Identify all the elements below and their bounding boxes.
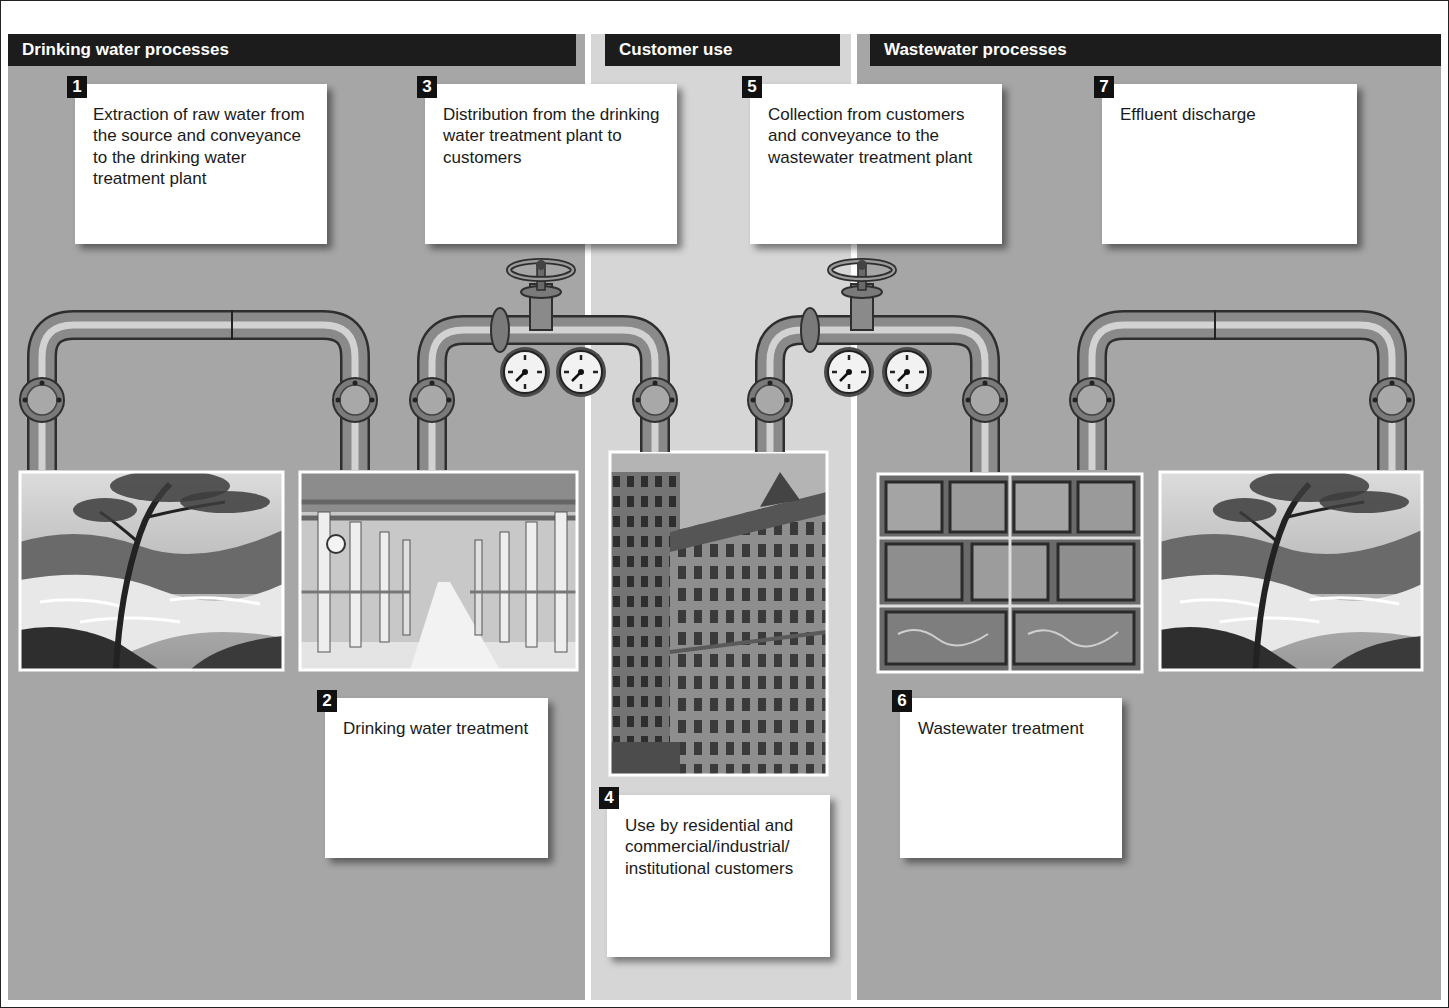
photo-river-discharge: [1160, 470, 1422, 670]
photo-treatment-plant-part: [300, 472, 577, 670]
section-title: Drinking water processes: [8, 34, 576, 66]
pipes-part: [42, 325, 355, 470]
pipe-flanges-part: [1370, 378, 1414, 422]
process-text: Wastewater treatment: [918, 718, 1112, 739]
valve-left-part: [500, 347, 550, 397]
valve-right-part: [857, 260, 867, 270]
photo-wastewater-plant: [878, 474, 1142, 672]
pipes-part: [770, 330, 985, 472]
process-text: Distribution from the drinking water tre…: [443, 104, 667, 168]
valve-right-part: [882, 347, 932, 397]
photo-river-discharge-part: [1160, 472, 1422, 670]
pipes-part: [432, 330, 655, 470]
callout-number: 7: [1094, 76, 1114, 98]
section-header-band: Drinking water processes: [8, 34, 576, 66]
valve-left-part: [509, 261, 573, 279]
photo-treatment-plant: [300, 472, 577, 670]
photo-city-part: [610, 452, 827, 775]
process-text: Use by residential and commercial/indust…: [625, 815, 820, 879]
valve-left-part: [491, 308, 509, 352]
photo-wastewater-plant-part: [878, 474, 1142, 672]
process-box: 4Use by residential and commercial/indus…: [607, 795, 830, 957]
section-header-band: Customer use: [605, 34, 840, 66]
section-title: Wastewater processes: [870, 34, 1441, 66]
pipe-flanges-part: [633, 378, 677, 422]
callout-number: 2: [317, 690, 337, 712]
pipe-flanges: [20, 378, 1414, 422]
pipes-part: [770, 330, 985, 472]
callout-number: 5: [742, 76, 762, 98]
valve-right-part: [824, 347, 874, 397]
pipes-part: [42, 325, 355, 470]
callout-number: 4: [599, 787, 619, 809]
valve-left-part: [536, 260, 546, 270]
photo-river-source-part: [20, 470, 283, 670]
process-text: Collection from customers and conveyance…: [768, 104, 992, 168]
valve-left-part: [509, 261, 573, 279]
photo-city: [610, 452, 827, 775]
process-box: 3Distribution from the drinking water tr…: [425, 84, 677, 244]
photo-river-source-part: [20, 472, 283, 670]
pipes-part: [1092, 325, 1392, 470]
valve-right-part: [801, 308, 819, 352]
photo-city-part: [610, 452, 827, 775]
process-box: 5Collection from customers and conveyanc…: [750, 84, 1002, 244]
process-box: 7Effluent discharge: [1102, 84, 1357, 244]
photo-treatment-plant-part: [300, 472, 577, 670]
valve-right: [801, 260, 932, 397]
process-text: Drinking water treatment: [343, 718, 538, 739]
section-header-band: Wastewater processes: [870, 34, 1441, 66]
valve-left-part: [556, 347, 606, 397]
pipe-flanges-part: [20, 378, 64, 422]
process-box: 1Extraction of raw water from the source…: [75, 84, 327, 244]
pipes: [42, 310, 1392, 472]
valve-right-part: [830, 261, 894, 279]
process-text: Effluent discharge: [1120, 104, 1347, 125]
pipes-part: [432, 330, 655, 470]
process-text: Extraction of raw water from the source …: [93, 104, 317, 189]
pipe-flanges-part: [748, 378, 792, 422]
valve-right-part: [830, 261, 894, 279]
pipe-flanges-part: [1070, 378, 1114, 422]
pipes-part: [232, 310, 1215, 340]
photo-wastewater-plant-part: [878, 474, 1142, 672]
pipes-part: [1092, 325, 1392, 470]
process-box: 6Wastewater treatment: [900, 698, 1122, 858]
process-box: 2Drinking water treatment: [325, 698, 548, 858]
pipe-flanges-part: [333, 378, 377, 422]
pipe-flanges-part: [410, 378, 454, 422]
callout-number: 6: [892, 690, 912, 712]
callout-number: 3: [417, 76, 437, 98]
pipes-part: [42, 325, 355, 470]
pipes-part: [432, 330, 655, 470]
section-title: Customer use: [605, 34, 840, 66]
photo-river-source: [20, 470, 283, 670]
callout-number: 1: [67, 76, 87, 98]
valve-left: [491, 260, 606, 397]
pipe-flanges-part: [963, 378, 1007, 422]
photo-river-discharge-part: [1160, 470, 1422, 670]
pipes-part: [1092, 325, 1392, 470]
pipes-part: [770, 330, 985, 472]
